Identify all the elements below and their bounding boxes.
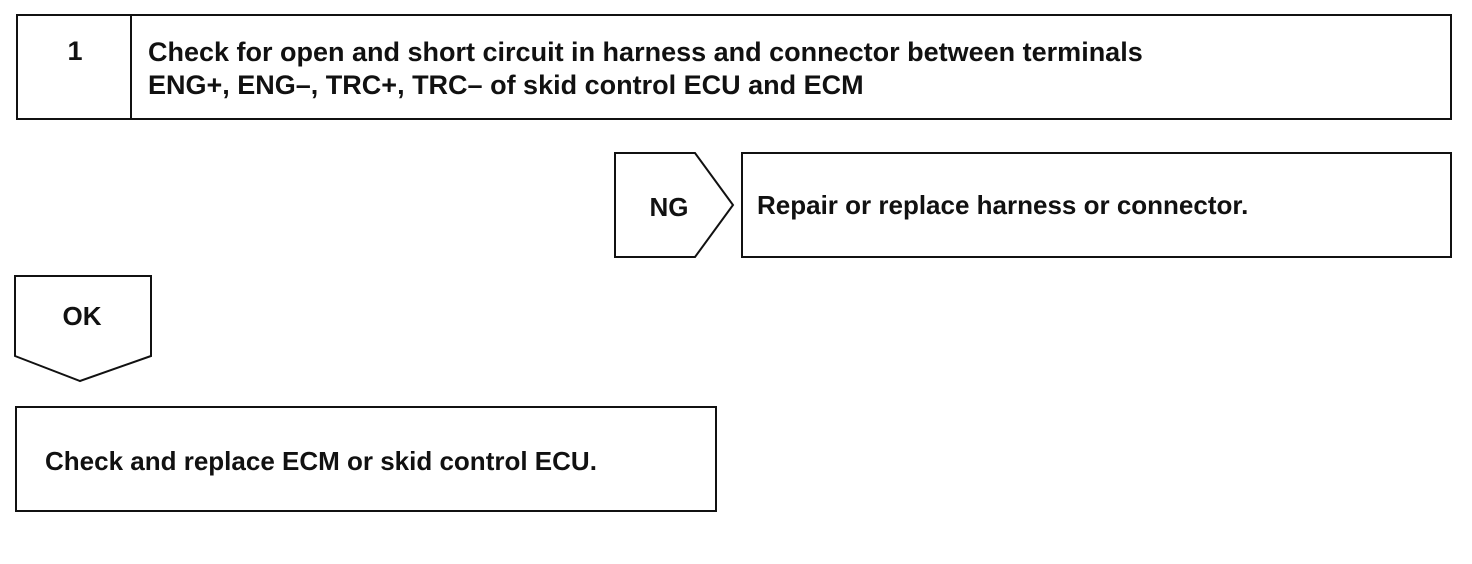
step-box: 1 Check for open and short circuit in ha… — [16, 14, 1452, 120]
ok-arrow-shape — [14, 275, 152, 383]
step-number: 1 — [67, 36, 83, 66]
step-instruction: Check for open and short circuit in harn… — [148, 36, 1410, 102]
step-number-cell: 1 — [18, 16, 132, 118]
ok-label: OK — [62, 301, 102, 331]
ng-result-box: Repair or replace harness or connector. — [741, 152, 1452, 258]
final-action-text: Check and replace ECM or skid control EC… — [45, 446, 597, 476]
step-instruction-line-2: ENG+, ENG–, TRC+, TRC– of skid control E… — [148, 70, 864, 100]
step-instruction-line-1: Check for open and short circuit in harn… — [148, 37, 1143, 67]
final-action-box: Check and replace ECM or skid control EC… — [15, 406, 717, 512]
ng-result-text: Repair or replace harness or connector. — [757, 190, 1249, 220]
ng-label: NG — [649, 192, 689, 222]
ng-arrow-shape — [614, 152, 735, 258]
